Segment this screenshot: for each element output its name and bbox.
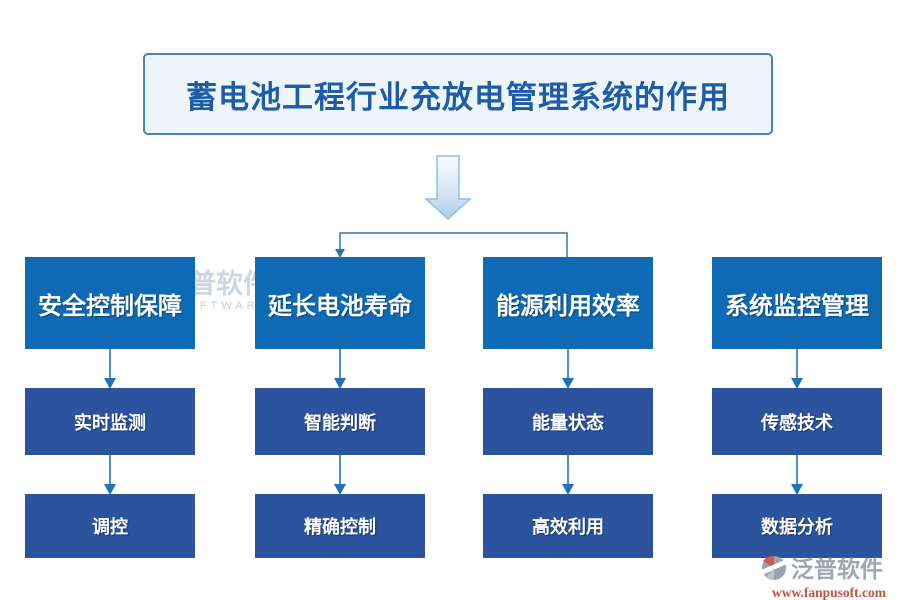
node-system-monitoring: 系统监控管理 [712,257,882,349]
node-efficient-use: 高效利用 [483,494,653,558]
node-energy-status: 能量状态 [483,388,653,455]
diagram-title: 蓄电池工程行业充放电管理系统的作用 [186,79,730,115]
watermark-brand-subtext: SOFTWARE [176,300,270,312]
node-realtime-monitor: 实时监测 [25,388,195,455]
node-regulation: 调控 [25,494,195,558]
footer-brand-url: www.fanpusoft.com [771,585,886,600]
big-down-arrow [424,155,472,221]
fanpu-logo-icon [761,555,787,581]
node-safety-control: 安全控制保障 [25,257,195,349]
footer-brand-text: 泛普软件 [791,556,883,582]
node-energy-efficiency: 能源利用效率 [483,257,653,349]
node-data-analysis: 数据分析 [712,494,882,558]
node-sensor-tech: 传感技术 [712,388,882,455]
node-smart-judgment: 智能判断 [255,388,425,455]
node-precise-control: 精确控制 [255,494,425,558]
node-battery-life: 延长电池寿命 [255,257,425,349]
footer-watermark: 泛普软件 www.fanpusoft.com [760,550,898,600]
diagram-title-box: 蓄电池工程行业充放电管理系统的作用 [143,53,773,135]
